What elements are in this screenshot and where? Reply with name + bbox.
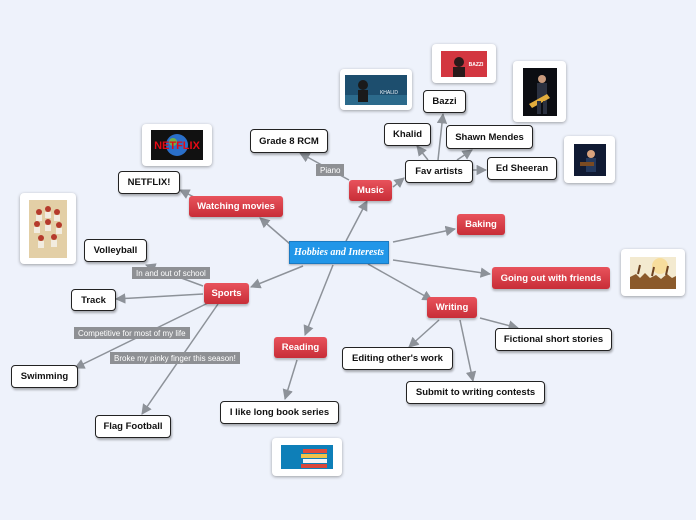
connector (456, 149, 473, 161)
label-piano: Piano (316, 164, 345, 176)
connector (408, 319, 440, 348)
connector (392, 225, 457, 243)
connector (259, 217, 291, 245)
subtopic-netflix[interactable]: NETFLIX! (118, 171, 180, 194)
books-image[interactable] (272, 438, 342, 476)
volleyball-team-image[interactable] (20, 193, 76, 264)
label-broke-pinky: Broke my pinky finger this season! (110, 352, 240, 364)
friends-concert-image[interactable] (621, 249, 685, 296)
subtopic-fictional-stories[interactable]: Fictional short stories (495, 328, 612, 351)
guitarist-photo-graphic (522, 67, 557, 116)
connector (367, 263, 433, 301)
book-stack-graphic (281, 445, 333, 469)
netflix-logo-text: NETFLIX (154, 140, 200, 152)
central-topic[interactable]: Hobbies and Interests (289, 241, 389, 264)
subtopic-long-book-series[interactable]: I like long book series (220, 401, 339, 424)
bazzi-image[interactable]: BAZZI (432, 44, 496, 83)
subtopic-flag-football[interactable]: Flag Football (95, 415, 171, 438)
subtopic-shawn-mendes[interactable]: Shawn Mendes (446, 125, 533, 149)
subtopic-swimming[interactable]: Swimming (11, 365, 78, 388)
connector (114, 293, 204, 304)
netflix-image[interactable]: NETFLIX (142, 124, 212, 166)
volleyball-team-photo-graphic (29, 199, 67, 258)
crowd-photo-graphic (630, 256, 676, 289)
topic-baking[interactable]: Baking (457, 214, 505, 235)
topic-watching-movies[interactable]: Watching movies (189, 196, 283, 217)
subtopic-fav-artists[interactable]: Fav artists (405, 160, 473, 183)
connector (459, 319, 477, 383)
connector (345, 200, 368, 242)
topic-writing[interactable]: Writing (427, 297, 477, 318)
label-competitive: Competitive for most of my life (74, 327, 190, 339)
shawn-mendes-image[interactable] (513, 61, 566, 122)
subtopic-khalid[interactable]: Khalid (384, 123, 431, 146)
ed-sheeran-photo-graphic (573, 143, 606, 176)
netflix-logo-graphic: NETFLIX (151, 130, 203, 160)
connector (392, 259, 492, 278)
connector (416, 145, 429, 161)
khalid-image[interactable]: KHALID (340, 69, 412, 110)
topic-sports[interactable]: Sports (204, 283, 249, 304)
connector (282, 359, 298, 401)
subtopic-grade8-rcm[interactable]: Grade 8 RCM (250, 129, 328, 153)
connector (436, 112, 448, 161)
khalid-album-graphic: KHALID (345, 74, 407, 105)
subtopic-track[interactable]: Track (71, 289, 116, 311)
topic-going-out[interactable]: Going out with friends (492, 267, 610, 289)
bazzi-album-graphic: BAZZI (441, 50, 487, 77)
bazzi-logo-text: BAZZI (469, 62, 484, 68)
subtopic-writing-contests[interactable]: Submit to writing contests (406, 381, 545, 404)
connector (250, 265, 304, 289)
connector (303, 264, 334, 336)
khalid-logo-text: KHALID (380, 90, 398, 96)
connector (392, 177, 405, 189)
connector (479, 317, 520, 331)
ed-sheeran-image[interactable] (564, 136, 615, 183)
label-in-and-out-of-school: In and out of school (132, 267, 210, 279)
subtopic-ed-sheeran[interactable]: Ed Sheeran (487, 157, 557, 180)
topic-music[interactable]: Music (349, 180, 392, 201)
topic-reading[interactable]: Reading (274, 337, 327, 358)
subtopic-volleyball[interactable]: Volleyball (84, 239, 147, 262)
subtopic-bazzi[interactable]: Bazzi (423, 90, 466, 113)
subtopic-editing[interactable]: Editing other's work (342, 347, 453, 370)
